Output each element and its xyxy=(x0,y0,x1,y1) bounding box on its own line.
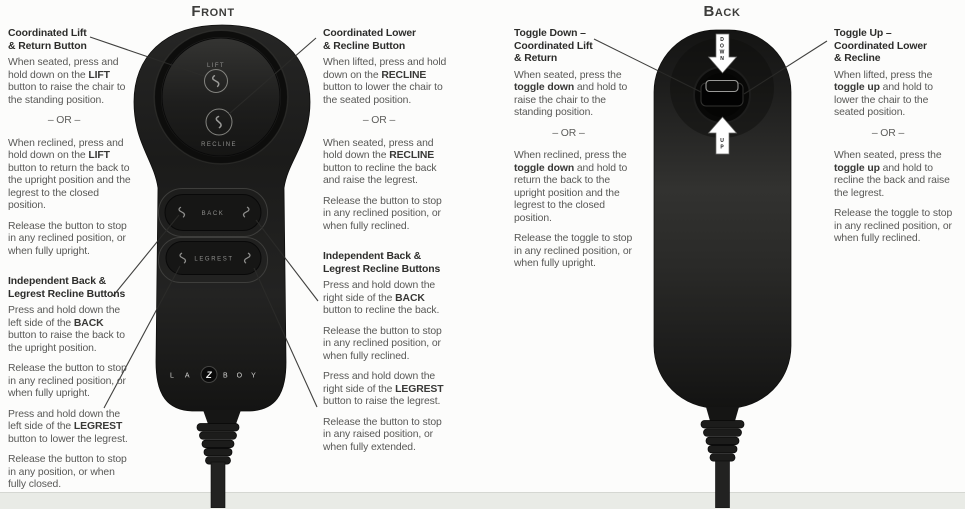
annotation-paragraph: When lifted, press the toggle up and hol… xyxy=(834,69,933,119)
annotation-paragraph: Release the toggle to stop in any reclin… xyxy=(834,208,953,244)
back-strain-relief-ribs xyxy=(700,420,745,462)
back-strain-relief-neck xyxy=(706,407,739,421)
annotation-paragraph: When reclined, press the toggle down and… xyxy=(514,150,628,224)
toggle-up-arrow-icon xyxy=(707,116,738,155)
leader-legrest-left xyxy=(103,265,181,409)
annotation-paragraph: Release the button to stop in any raised… xyxy=(323,416,442,453)
or-divider: – OR – xyxy=(47,115,81,126)
toggle-down-arrow-icon xyxy=(707,33,738,74)
annotation-paragraph: Release the button to stop in any positi… xyxy=(8,454,127,490)
leader-lift xyxy=(89,36,205,77)
front-remote-illustration: LIFT RECLINE BACK LEGREST LA Z BOY xyxy=(133,24,311,508)
lift-button xyxy=(204,69,228,93)
brand-z-badge xyxy=(200,366,218,383)
annotation-paragraph: When seated, press and hold down on the … xyxy=(8,57,126,106)
brand-la: LA xyxy=(170,373,201,380)
or-divider: – OR – xyxy=(552,127,585,139)
back-remote-illustration xyxy=(653,29,792,508)
annotation-paragraph: Release the toggle to stop in any reclin… xyxy=(514,233,633,269)
recline-button xyxy=(205,108,233,136)
back-cord xyxy=(715,460,730,508)
leader-lines xyxy=(89,36,828,409)
annotation-paragraph: When seated, press and hold down the REC… xyxy=(323,137,437,187)
brand-z: Z xyxy=(205,370,212,380)
annotation-paragraph: When lifted, press and hold down on the … xyxy=(323,57,447,106)
front-view-title: Front xyxy=(191,3,235,20)
legrest-rocker-outline xyxy=(158,237,268,283)
leader-toggle-down xyxy=(593,38,702,93)
annotation-paragraph: Press and hold down the right side of th… xyxy=(323,371,444,407)
back-rocker-label: BACK xyxy=(202,211,225,217)
annotation-paragraph: When seated, press the toggle down and h… xyxy=(514,69,628,119)
leader-legrest-right xyxy=(253,267,318,408)
front-cord xyxy=(210,461,226,508)
annotation-paragraph: Release the button to stop in any reclin… xyxy=(323,195,442,232)
annotation-paragraph: When seated, press the toggle up and hol… xyxy=(834,150,950,199)
front-strain-relief-ribs xyxy=(196,423,240,465)
legrest-rocker-label: LEGREST xyxy=(194,257,233,263)
annotation-paragraph: When reclined, press and hold down on th… xyxy=(8,137,131,212)
lift-button-label: LIFT xyxy=(207,63,225,69)
toggle-switch-handle xyxy=(705,79,739,93)
leader-back-right xyxy=(255,219,319,302)
leader-toggle-up xyxy=(743,40,828,95)
annotation-heading: Independent Back & Legrest Recline Butto… xyxy=(323,251,441,275)
front-strain-relief-neck xyxy=(203,410,241,424)
or-divider: – OR – xyxy=(362,115,396,126)
toggle-down-arrow-text: DOWN xyxy=(719,37,725,63)
annotation-heading: Toggle Up – Coordinated Lower & Recline xyxy=(834,28,927,64)
annotation-paragraph: Press and hold down the right side of th… xyxy=(323,280,440,316)
legrest-rocker-button xyxy=(165,241,262,275)
or-divider: – OR – xyxy=(871,127,905,139)
annotation-heading: Toggle Down – Coordinated Lift & Return xyxy=(514,28,593,64)
back-view-title: Back xyxy=(703,3,741,20)
annotation-paragraph: Press and hold down the left side of the… xyxy=(8,305,125,354)
leader-back-left xyxy=(112,214,180,297)
annotation-paragraph: Release the button to stop in any reclin… xyxy=(323,325,442,362)
recline-button-label: RECLINE xyxy=(201,142,237,148)
front-dial-face xyxy=(161,37,281,157)
back-rocker-outline xyxy=(158,188,268,237)
front-dial-outline xyxy=(153,29,289,165)
brand-boy: BOY xyxy=(223,373,265,380)
annotation-heading: Independent Back & Legrest Recline Butto… xyxy=(8,276,126,300)
annotation-heading: Coordinated Lift & Return Button xyxy=(8,28,87,52)
back-rocker-button xyxy=(164,194,262,231)
front-dial-groove xyxy=(155,31,287,163)
leader-recline xyxy=(228,37,317,115)
annotation-paragraph: Release the button to stop in any reclin… xyxy=(8,363,127,399)
toggle-up-arrow-text: UP xyxy=(719,137,725,151)
annotation-heading: Coordinated Lower & Recline Button xyxy=(323,28,416,52)
annotation-paragraph: Press and hold down the left side of the… xyxy=(8,408,128,445)
annotation-paragraph: Release the button to stop in any reclin… xyxy=(8,220,127,257)
